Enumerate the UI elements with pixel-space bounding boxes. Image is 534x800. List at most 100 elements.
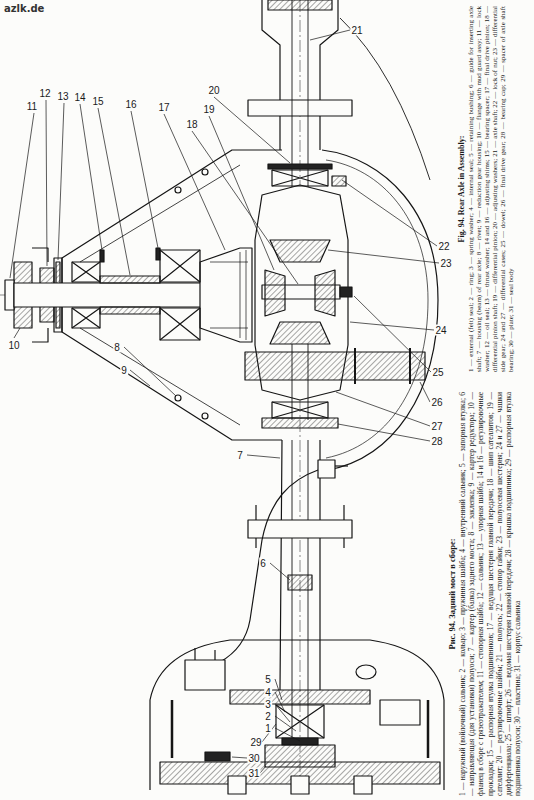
differential-gears [340,287,352,297]
brake-assembly [282,738,318,745]
upper-axle-end [340,18,430,180]
pinion-shaft [14,283,214,307]
parts-legend: 1 — наружный (войлочный) сальник; 2 — ко… [458,392,522,796]
pinion-bearing [72,308,100,328]
upper-axle-end [268,0,332,10]
callout-number: 19 [202,104,215,115]
callout-number: 21 [350,25,363,36]
center-line [0,0,300,795]
callout-number: 3 [264,699,272,710]
differential-case [268,164,332,169]
leader-line [310,30,439,372]
figure-caption: Fig. 94. Rear Axle in Assembly: [457,6,466,372]
brake-assembly [185,660,225,690]
brake-pipe [220,470,318,662]
reduction-gear-housing [202,413,208,419]
callout-number: 20 [207,85,220,96]
differential-case [255,164,348,428]
callout-number: 24 [434,325,447,336]
axle-tube [280,440,320,690]
leader-line [14,328,290,580]
pinion-bearing [72,262,100,282]
brake-pipe [220,460,348,662]
pinion-bearing [160,250,200,282]
differential-case [272,402,328,418]
differential-case [272,402,328,418]
callout-number: 29 [249,737,262,748]
pinion-bearing [72,262,100,282]
axle-tube [256,505,344,548]
pinion-shaft [100,307,160,314]
brake-assembly [356,665,376,679]
differential-gears [265,270,285,316]
callout-number: 18 [185,119,198,130]
figure-caption: Рис. 94. Задний мост в сборе: [447,392,457,796]
callout-number: 5 [264,674,272,685]
drawing-part [0,0,444,795]
callout-number: 31 [247,768,260,779]
pinion-shaft [100,276,160,283]
callout-number: 6 [259,558,267,569]
leader-line [275,679,300,741]
watermark: azlk.de [4,3,44,14]
ring-gear [355,348,410,384]
callout-number: 22 [437,241,450,252]
callout-number: 25 [431,367,444,378]
brake-assembly [291,776,309,794]
axle-tube [288,575,312,590]
callout-number: 11 [26,101,38,112]
upper-axle-end [248,100,352,116]
reduction-gear-housing [175,187,181,193]
callout-number: 30 [247,753,260,764]
callout-number: 16 [124,99,137,110]
callout-number: 14 [73,92,86,103]
pinion-shaft [210,250,248,340]
brake-pipe [335,465,348,466]
callout-number: 28 [430,436,443,447]
brake-assembly [230,690,370,704]
leader-line [10,30,439,773]
brake-assembly [195,648,215,660]
parts-legend: 1 — external (felt) seal; 2 — ring; 3 — … [467,6,515,372]
pinion-shaft [200,248,252,342]
differential-case [272,170,328,186]
pinion-flange [5,280,14,310]
brake-assembly [205,752,230,761]
callout-number: 12 [38,88,51,99]
callout-number: 15 [91,96,104,107]
brake-pipe [318,460,335,478]
callout-number: 27 [430,421,443,432]
brake-assembly [150,640,444,790]
callout-number: 17 [157,102,170,113]
callout-number: 26 [430,397,443,408]
differential-gears [270,240,330,262]
callout-number: 8 [113,342,121,353]
pinion-bearing [72,250,200,340]
pinion-bearing [160,308,200,340]
pinion-bearing [72,308,100,328]
brake-assembly [354,776,372,794]
leader-line [10,100,130,278]
differential-gears [315,270,335,316]
leader-line [131,97,298,284]
differential-gears [270,322,330,344]
brake-assembly [380,700,420,725]
callout-number: 10 [7,340,20,351]
callout-number: 4 [264,687,272,698]
ring-gear [245,352,425,380]
callout-number: 23 [439,258,452,269]
differential-case [262,418,338,428]
reduction-gear-housing [202,169,208,175]
leader-line [232,382,430,773]
pinion-shaft [100,250,104,262]
brake-assembly [228,776,246,794]
callout-number: 13 [56,91,69,102]
callout-number: 2 [264,711,272,722]
callout-number: 7 [236,450,244,461]
brake-assembly [265,745,335,767]
ring-gear [245,348,425,384]
callout-number: 1 [264,723,272,734]
brake-assembly [150,640,444,794]
upper-axle-end [262,0,338,150]
